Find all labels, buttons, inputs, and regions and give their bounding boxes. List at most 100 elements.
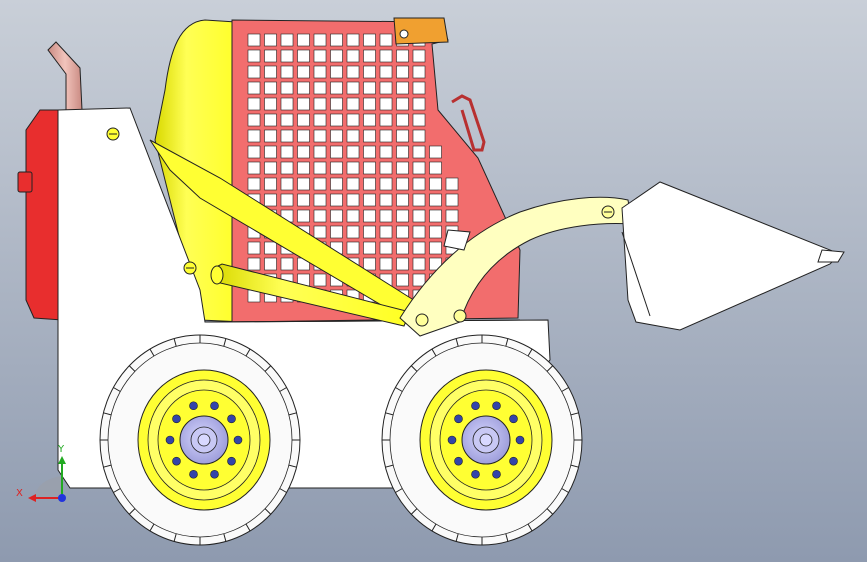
tread-lug [245, 348, 251, 357]
mesh-opening [445, 209, 459, 223]
mesh-opening [346, 209, 360, 223]
mesh-opening [313, 209, 327, 223]
mesh-opening [379, 241, 393, 255]
tread-lug [173, 533, 177, 542]
mesh-opening [379, 65, 393, 79]
mesh-opening [346, 161, 360, 175]
mesh-opening [297, 65, 310, 79]
tread-lug [288, 412, 297, 416]
mesh-opening [363, 193, 376, 207]
mesh-opening [297, 33, 310, 47]
mesh-opening [313, 81, 327, 95]
lug-nut [165, 435, 175, 445]
mesh-opening [330, 177, 343, 191]
tread-lug [264, 508, 272, 515]
tread-lug [395, 387, 403, 392]
mesh-opening [379, 97, 393, 111]
hub-center [197, 433, 211, 447]
mesh-opening [363, 225, 376, 239]
mesh-opening [264, 257, 277, 271]
mesh-opening [313, 33, 327, 47]
mesh-opening [280, 33, 294, 47]
lug-nut [454, 456, 463, 466]
arm-base-bolt-left [415, 313, 429, 327]
lug-nut [509, 414, 518, 424]
triad-x-arrow [28, 494, 36, 502]
mesh-opening [297, 161, 310, 175]
mesh-opening [247, 81, 261, 95]
mesh-opening [445, 177, 459, 191]
mesh-opening [264, 81, 277, 95]
mesh-opening [363, 65, 376, 79]
tread-lug [223, 338, 227, 347]
mesh-opening [363, 177, 376, 191]
mesh-opening [346, 33, 360, 47]
tread-lug [385, 464, 394, 468]
mesh-opening [396, 49, 409, 63]
mesh-opening [396, 97, 409, 111]
mesh-opening [396, 273, 409, 287]
mesh-opening [297, 145, 310, 159]
mesh-opening [379, 81, 393, 95]
mesh-opening [379, 145, 393, 159]
mesh-opening [412, 177, 426, 191]
tread-lug [113, 488, 121, 493]
triad-z-axis [58, 494, 66, 502]
lug-nut [454, 414, 463, 424]
tread-lug [431, 523, 437, 532]
mesh-opening [412, 257, 426, 271]
mesh-opening [247, 241, 261, 255]
mesh-opening [363, 81, 376, 95]
mesh-opening [429, 225, 442, 239]
mesh-opening [363, 145, 376, 159]
lug-nut [492, 469, 501, 479]
tread-lug [410, 365, 418, 372]
tread-lug [128, 365, 136, 372]
mesh-opening [412, 129, 426, 143]
mesh-opening [247, 257, 261, 271]
tread-lug [527, 523, 533, 532]
tread-lug [149, 523, 155, 532]
arm-linkage [443, 229, 471, 251]
triad-y-label: Y [57, 444, 65, 455]
mesh-opening [412, 193, 426, 207]
tread-lug [279, 387, 287, 392]
lug-nut [515, 435, 525, 445]
mesh-opening [280, 129, 294, 143]
tread-lug [395, 488, 403, 493]
mesh-opening [330, 193, 343, 207]
mesh-opening [346, 241, 360, 255]
mesh-opening [313, 161, 327, 175]
mesh-opening [330, 113, 343, 127]
mesh-opening [412, 81, 426, 95]
mesh-opening [280, 81, 294, 95]
cab-grab-handle[interactable] [451, 94, 486, 152]
mesh-opening [363, 97, 376, 111]
mesh-opening [297, 177, 310, 191]
front-wheel [381, 334, 583, 546]
mesh-opening [247, 97, 261, 111]
loader-bucket[interactable] [621, 181, 845, 331]
mesh-opening [313, 273, 327, 287]
engine-vent [17, 171, 33, 193]
mesh-opening [247, 177, 261, 191]
lug-nut [509, 456, 518, 466]
lug-nut [233, 435, 243, 445]
mesh-opening [280, 49, 294, 63]
mesh-opening [313, 97, 327, 111]
mesh-opening [313, 49, 327, 63]
tread-lug [288, 464, 297, 468]
mesh-opening [396, 209, 409, 223]
chassis-seam [204, 319, 521, 323]
mesh-opening [412, 209, 426, 223]
mesh-opening [379, 209, 393, 223]
tread-lug [385, 412, 394, 416]
mesh-opening [363, 49, 376, 63]
lug-nut [471, 401, 480, 411]
mesh-opening [396, 177, 409, 191]
mesh-opening [313, 145, 327, 159]
bucket-cutting-edge [817, 249, 845, 263]
mesh-opening [396, 129, 409, 143]
